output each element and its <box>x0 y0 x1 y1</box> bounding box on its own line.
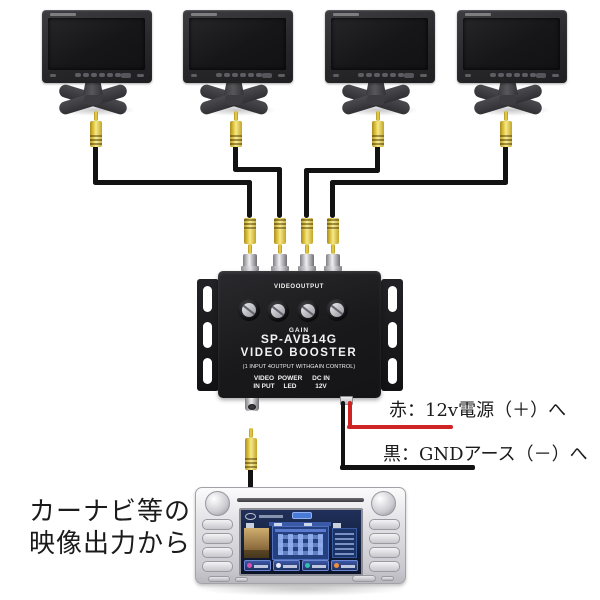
video-cable-4 <box>330 180 508 185</box>
product-name-label: VIDEO BOOSTER <box>240 347 358 359</box>
head-unit-button <box>202 547 233 558</box>
rca-plug-monitor-3 <box>372 111 384 147</box>
monitor-brand-text <box>50 13 76 16</box>
head-unit-button <box>235 577 248 582</box>
mounting-tab-right <box>381 279 403 391</box>
video-cable-1 <box>247 180 252 218</box>
monitor-bezel <box>42 10 152 83</box>
screen-status-badge <box>292 512 312 519</box>
screen-panel-keypad <box>272 526 329 560</box>
output-jack-2 <box>271 254 289 271</box>
video-cable-4 <box>330 180 335 218</box>
head-unit-button <box>369 561 400 572</box>
monitor-screen <box>48 18 145 70</box>
toyota-logo-text <box>259 515 283 518</box>
toyota-logo-icon <box>245 513 256 520</box>
screen-menu-row <box>244 560 358 571</box>
cd-slot <box>237 498 364 502</box>
video-input-jack <box>245 398 259 411</box>
monitor-buttons <box>75 73 121 77</box>
monitor-stand-base <box>57 83 129 116</box>
video-cable-2 <box>233 145 238 172</box>
nav-screen <box>241 510 361 574</box>
video-input-cable <box>248 468 253 489</box>
power-wire <box>347 425 453 429</box>
gain-knob-3 <box>297 300 319 322</box>
gain-knob-4 <box>326 299 348 321</box>
head-unit-button <box>381 576 394 581</box>
monitor-1 <box>42 10 152 116</box>
model-label: SP-AVB14G <box>260 332 338 346</box>
rca-plug-output-1 <box>244 218 256 254</box>
head-unit-button <box>208 576 230 582</box>
output-jack-4 <box>324 254 342 271</box>
head-unit-button <box>202 519 233 530</box>
head-unit-button <box>369 519 400 530</box>
nav-screen-frame <box>239 508 363 576</box>
rca-plug-output-3 <box>301 218 313 254</box>
gain-label: GAIN <box>288 327 310 334</box>
video-cable-2 <box>277 167 282 218</box>
black-wire-annotation: 黒：GNDアース（－）へ <box>383 444 588 465</box>
car-head-unit <box>195 487 406 596</box>
booster-output-label: VIDEOOUTPUT <box>274 284 324 290</box>
spec-label: (1 INPUT 4OUTPUT WITHGAIN CONTROL) <box>242 364 356 370</box>
head-unit-button <box>369 547 400 558</box>
gain-knob-2 <box>267 300 289 322</box>
rca-plug-monitor-1 <box>90 111 102 147</box>
monitor-4 <box>457 10 567 116</box>
mounting-tab-left <box>197 279 219 391</box>
head-unit-button <box>202 561 233 572</box>
ground-wire <box>340 465 475 470</box>
screen-title-bar <box>269 522 331 526</box>
video-cable-3 <box>375 145 380 173</box>
monitor-3 <box>325 10 435 116</box>
video-cable-1 <box>93 180 252 185</box>
output-jack-1 <box>241 254 259 271</box>
screen-panel-photo <box>244 528 269 558</box>
ground-wire <box>341 401 345 468</box>
dc-power-connector <box>340 396 353 405</box>
video-booster-unit: VIDEOOUTPUT GAIN SP-AVB14G VIDEO BOOSTER… <box>218 271 381 398</box>
rca-plug-monitor-4 <box>500 111 512 147</box>
head-unit-shadow <box>197 582 405 596</box>
output-jack-3 <box>298 254 316 271</box>
monitor-2 <box>183 10 293 116</box>
rca-plug-output-2 <box>274 218 286 254</box>
video-cable-3 <box>304 168 309 218</box>
monitor-stand-neck <box>83 82 103 95</box>
rca-plug-monitor-2 <box>230 111 242 147</box>
screen-panel-list <box>332 528 357 558</box>
red-wire-annotation: 赤：12v電源（＋）へ <box>389 400 567 421</box>
rca-plug-input <box>245 428 257 470</box>
gain-knob-1 <box>238 299 260 321</box>
source-annotation: カーナビ等の 映像出力から <box>29 497 192 559</box>
volume-knob <box>205 491 230 516</box>
rca-plug-output-4 <box>327 218 339 254</box>
video-cable-2 <box>233 167 282 172</box>
head-unit-button <box>352 575 376 582</box>
video-cable-1 <box>93 145 98 185</box>
power-wire <box>348 401 352 428</box>
head-unit-button <box>369 533 400 544</box>
tune-knob <box>371 491 396 516</box>
video-cable-3 <box>304 168 380 173</box>
head-unit-button <box>202 533 233 544</box>
video-cable-4 <box>503 145 508 185</box>
